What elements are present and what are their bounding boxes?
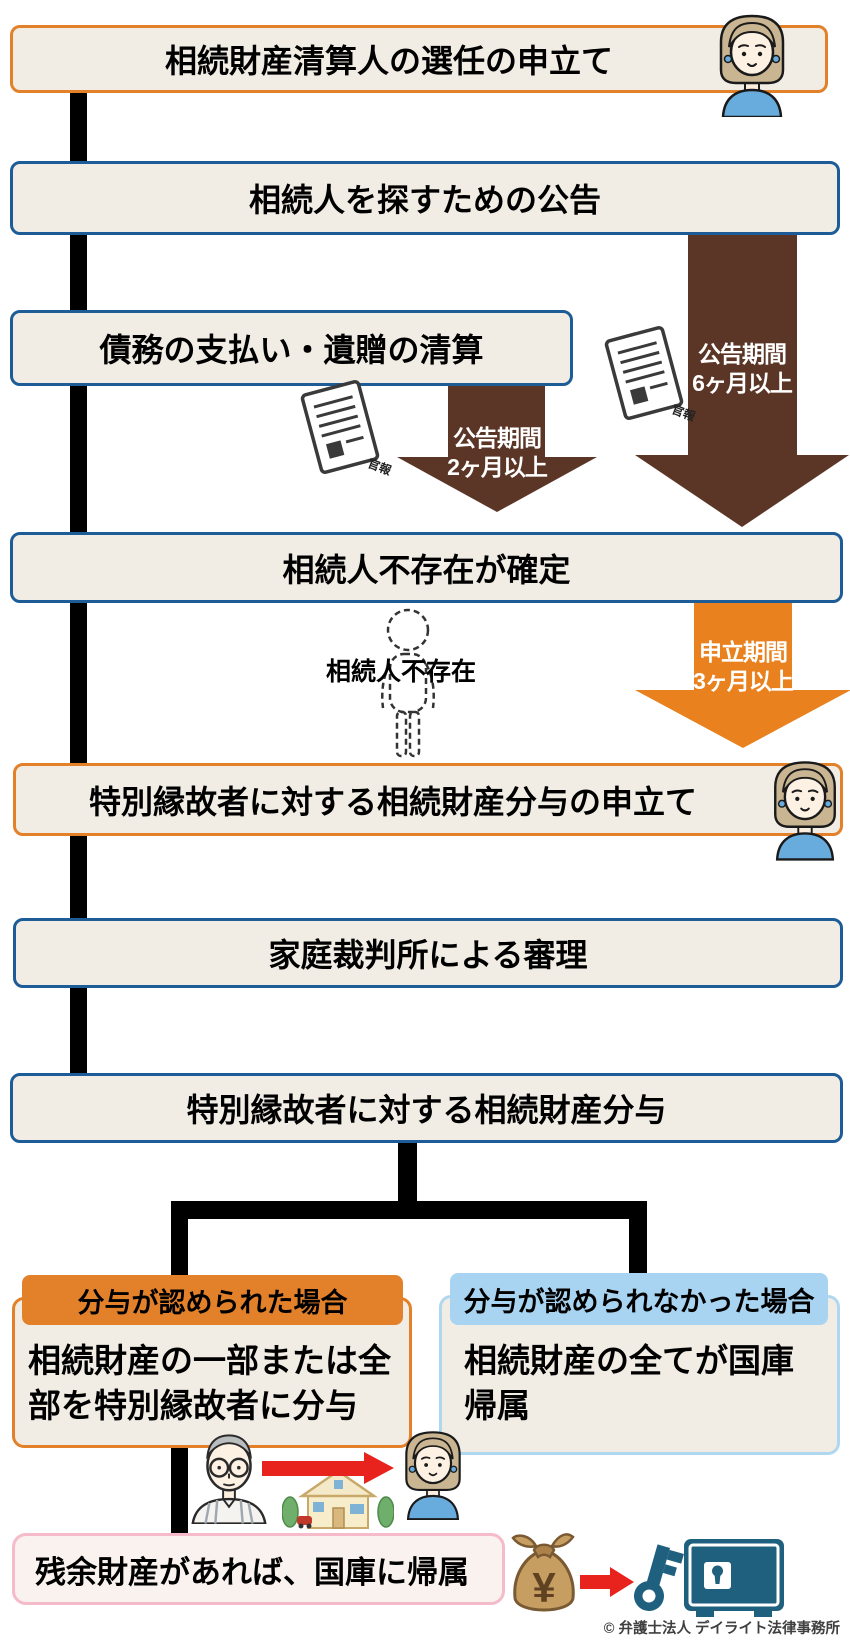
petition-3m-arrowhead-icon	[635, 690, 850, 748]
notice-2m-arrow	[448, 386, 545, 457]
notice-6m-line2: 6ヶ月以上	[692, 370, 793, 396]
petition-3m-line1: 申立期間	[699, 639, 788, 665]
document-icon	[604, 326, 684, 420]
branch-denied-header: 分与が認められなかった場合	[450, 1273, 828, 1325]
branch-denied-body: 相続財産の全てが国庫 帰属	[464, 1338, 794, 1428]
branch-granted-line1: 相続財産の一部または全	[28, 1342, 391, 1379]
yen-symbol: ¥	[532, 1564, 556, 1611]
gazette-label: 官報	[365, 456, 394, 478]
step-public-notice-label: 相続人を探すための公告	[248, 182, 601, 218]
woman-avatar-icon	[719, 14, 785, 117]
missing-heir-label: 相続人不存在	[326, 658, 477, 686]
step-no-heir-confirmed: 相続人不存在が確定	[10, 532, 843, 603]
notice-2m-line1: 公告期間	[453, 425, 542, 451]
woman-avatar-icon	[774, 761, 836, 861]
branch-granted-header: 分与が認められた場合	[22, 1275, 403, 1325]
notice-2m-label: 公告期間 2ヶ月以上	[427, 424, 567, 482]
notice-6m-arrow	[688, 235, 797, 457]
money-bag-icon: ¥	[511, 1533, 575, 1612]
woman-avatar-icon	[405, 1431, 461, 1520]
document-icon	[300, 380, 380, 474]
step-distribution: 特別縁故者に対する相続財産分与	[10, 1073, 843, 1143]
notice-6m-arrowhead-icon	[635, 455, 849, 527]
give-arrowhead-icon	[364, 1452, 394, 1484]
branch-granted-line2: 部を特別縁故者に分与	[28, 1387, 358, 1424]
treasury-arrowhead-icon	[610, 1567, 634, 1597]
notice-6m-line1: 公告期間	[698, 341, 787, 367]
petition-3m-label: 申立期間 3ヶ月以上	[673, 638, 813, 696]
petition-3m-arrow	[694, 603, 792, 691]
petition-3m-line2: 3ヶ月以上	[693, 668, 794, 694]
notice-2m-arrowhead-icon	[397, 457, 597, 512]
step-special-petition-label: 特別縁故者に対する相続財産分与の申立て	[88, 783, 697, 820]
step-debt-payment: 債務の支払い・遺贈の清算	[10, 310, 573, 386]
step-court-review-label: 家庭裁判所による審理	[268, 937, 588, 973]
step-court-review: 家庭裁判所による審理	[13, 918, 843, 988]
branch-denied-line1: 相続財産の全てが国庫	[464, 1342, 794, 1379]
branch-right-line	[629, 1201, 647, 1275]
missing-heir-ghost-icon	[381, 608, 435, 758]
safe-icon	[684, 1539, 784, 1617]
notice-2m-line2: 2ヶ月以上	[447, 454, 548, 480]
house-icon	[282, 1469, 394, 1529]
give-arrow	[262, 1461, 364, 1476]
branch-horizontal-line	[173, 1201, 640, 1219]
step-petition-liquidator-label: 相続財産清算人の選任の申立て	[164, 43, 613, 79]
final-treasury-box: 残余財産があれば、国庫に帰属	[12, 1533, 505, 1605]
final-treasury-label: 残余財産があれば、国庫に帰属	[35, 1554, 469, 1590]
step-public-notice: 相続人を探すための公告	[10, 161, 840, 235]
notice-6m-label: 公告期間 6ヶ月以上	[672, 340, 812, 398]
step-special-petition: 特別縁故者に対する相続財産分与の申立て	[13, 763, 843, 836]
step-no-heir-confirmed-label: 相続人不存在が確定	[282, 551, 571, 588]
branch-granted-body: 相続財産の一部または全 部を特別縁故者に分与	[28, 1338, 391, 1428]
treasury-arrow	[580, 1575, 610, 1589]
branch-denied-header-label: 分与が認められなかった場合	[463, 1286, 815, 1317]
gazette-document-icon: 官報	[298, 377, 393, 478]
final-connector-line	[171, 1446, 188, 1538]
step-petition-liquidator: 相続財産清算人の選任の申立て	[10, 25, 828, 93]
branch-granted-header-label: 分与が認められた場合	[77, 1287, 348, 1318]
branch-left-line	[171, 1201, 188, 1277]
branch-center-line	[398, 1141, 417, 1209]
old-man-avatar-icon	[191, 1434, 267, 1524]
step-debt-payment-label: 債務の支払い・遺贈の清算	[99, 332, 484, 368]
key-icon	[634, 1544, 684, 1611]
branch-denied-line2: 帰属	[464, 1387, 530, 1424]
gazette-document-icon: 官報	[602, 323, 697, 424]
copyright-text: © 弁護士法人 デイライト法律事務所	[603, 1621, 840, 1637]
step-distribution-label: 特別縁故者に対する相続財産分与	[186, 1092, 667, 1128]
